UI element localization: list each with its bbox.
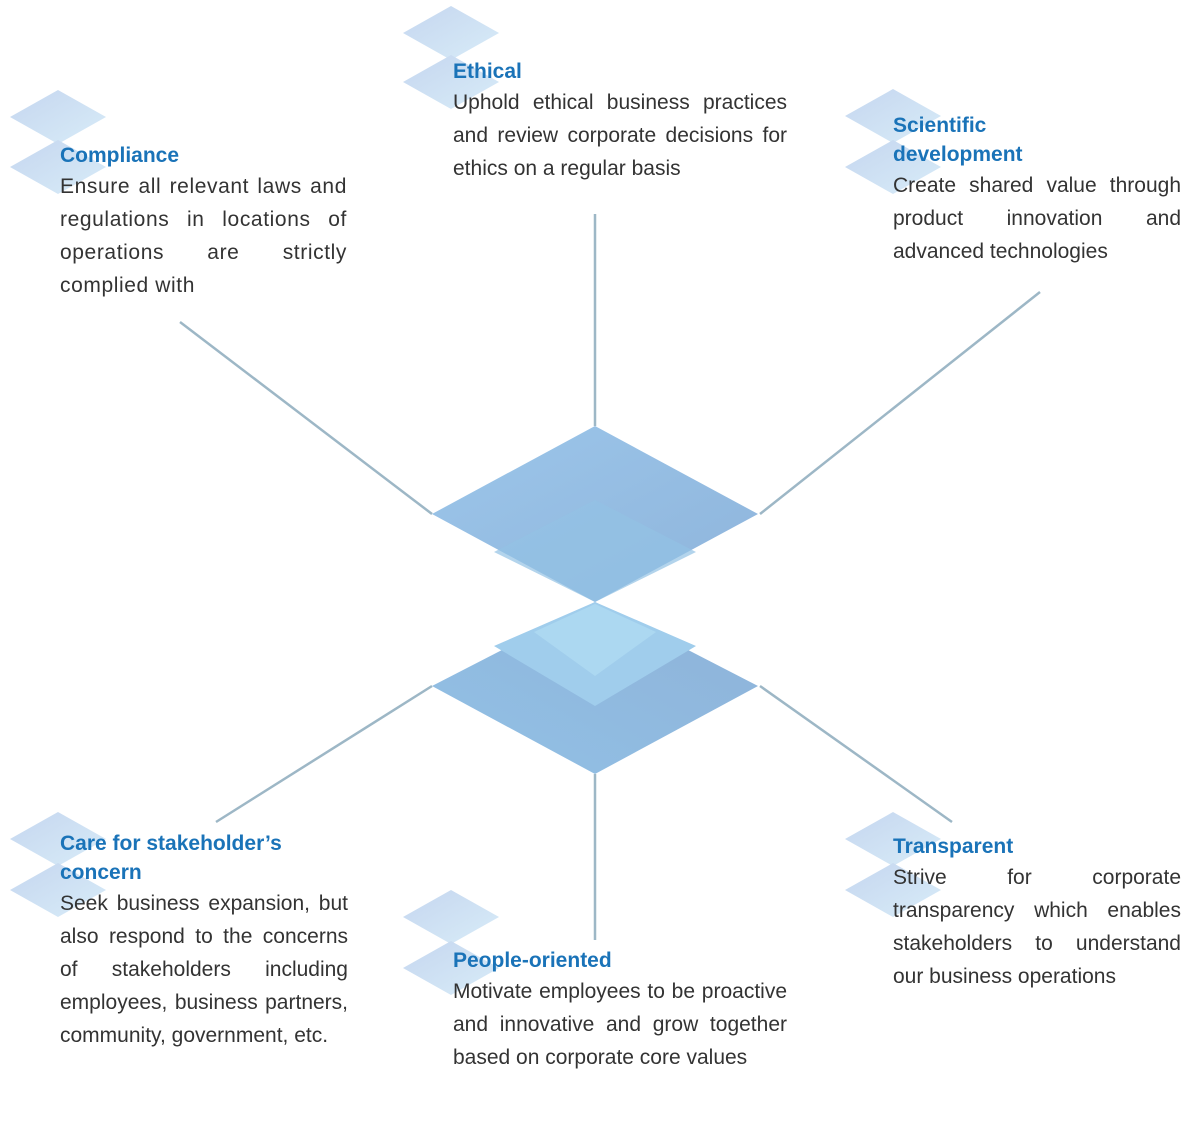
value-description: Strive for corporate transparency which …: [893, 866, 1181, 988]
connector-compliance: [179, 321, 433, 515]
value-care-for-stakeholders: Care for stakeholder’s concern Seek busi…: [60, 829, 348, 1052]
value-description: Create shared value through product inno…: [893, 174, 1181, 263]
value-description: Seek business expansion, but also respon…: [60, 892, 348, 1047]
value-people-oriented: People-oriented Motivate employees to be…: [453, 946, 787, 1074]
central-diamond-lower: [432, 602, 758, 774]
value-scientific-development: Scientific development Create shared val…: [893, 111, 1181, 268]
value-description: Uphold ethical business practices and re…: [453, 91, 787, 180]
value-transparent: Transparent Strive for corporate transpa…: [893, 832, 1181, 993]
compliance-diamond-icon: [10, 90, 106, 194]
transparent-diamond-icon: [845, 812, 941, 917]
value-title: Ethical: [453, 60, 522, 83]
connector-lines: [179, 214, 1041, 940]
value-description: Motivate employees to be proactive and i…: [453, 980, 787, 1069]
value-ethical: Ethical Uphold ethical business practice…: [453, 57, 787, 185]
value-title: Scientific development: [893, 114, 1023, 166]
scientific-diamond-icon: [845, 89, 941, 194]
ethical-diamond-icon: [403, 6, 499, 109]
connector-scientific: [759, 291, 1041, 515]
value-compliance: Compliance Ensure all relevant laws and …: [60, 141, 347, 302]
value-title: Care for stakeholder’s concern: [60, 832, 282, 884]
value-title: Compliance: [60, 144, 180, 167]
value-description: Ensure all relevant laws and regulations…: [60, 175, 347, 297]
care-diamond-icon: [10, 812, 106, 917]
people-diamond-icon: [403, 890, 499, 995]
value-title: People-oriented: [453, 949, 612, 972]
central-diamond-upper: [432, 426, 758, 602]
connector-care: [215, 684, 433, 824]
value-title: Transparent: [893, 835, 1014, 858]
connector-transparent: [759, 684, 953, 824]
